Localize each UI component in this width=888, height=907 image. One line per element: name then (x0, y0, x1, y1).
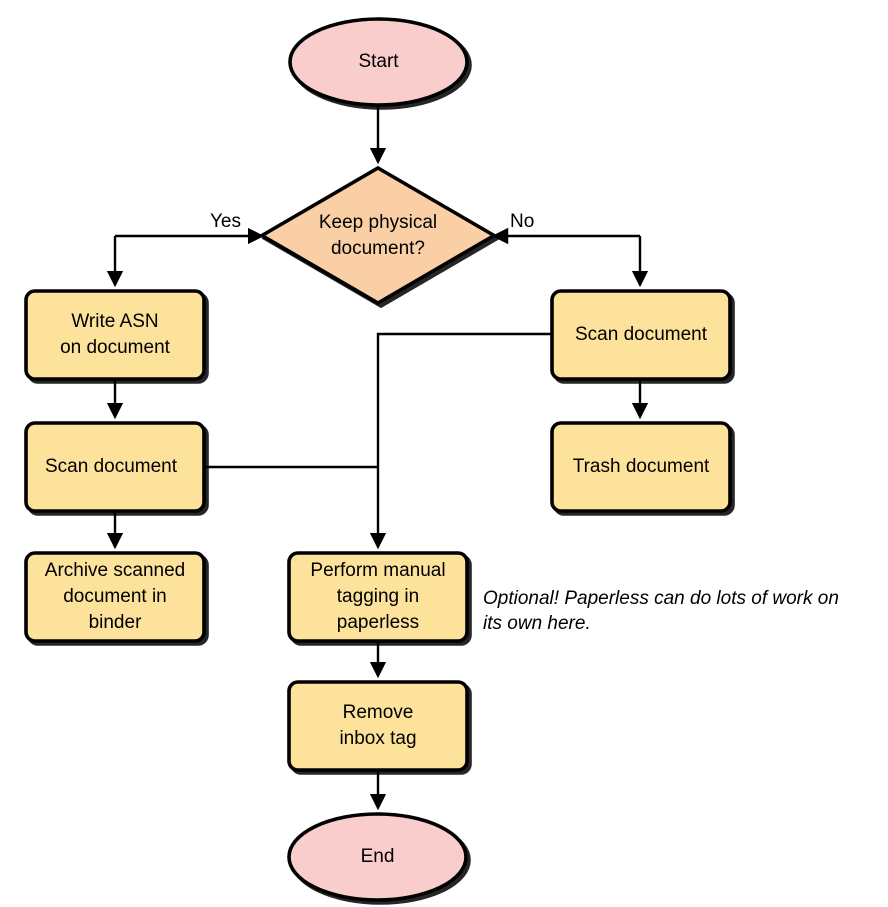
edge-label-yes: Yes (210, 211, 241, 232)
node-perform-manual-tagging[interactable] (287, 551, 469, 643)
node-write-asn[interactable] (24, 289, 206, 381)
edge-scanright-tagging (369, 332, 552, 550)
node-decision[interactable] (258, 165, 498, 306)
connectors (106, 105, 649, 811)
node-archive-scanned-document[interactable] (24, 551, 206, 643)
node-scan-document-left[interactable] (24, 421, 206, 513)
optional-note: Optional! Paperless can do lots of work … (483, 588, 839, 634)
node-trash-document[interactable] (550, 421, 732, 513)
node-end[interactable] (287, 812, 468, 902)
node-scan-document-right[interactable] (550, 289, 732, 381)
node-shapes (24, 17, 732, 902)
node-remove-inbox-tag[interactable] (287, 680, 469, 772)
node-start[interactable] (288, 17, 469, 107)
edge-label-no: No (510, 211, 535, 232)
